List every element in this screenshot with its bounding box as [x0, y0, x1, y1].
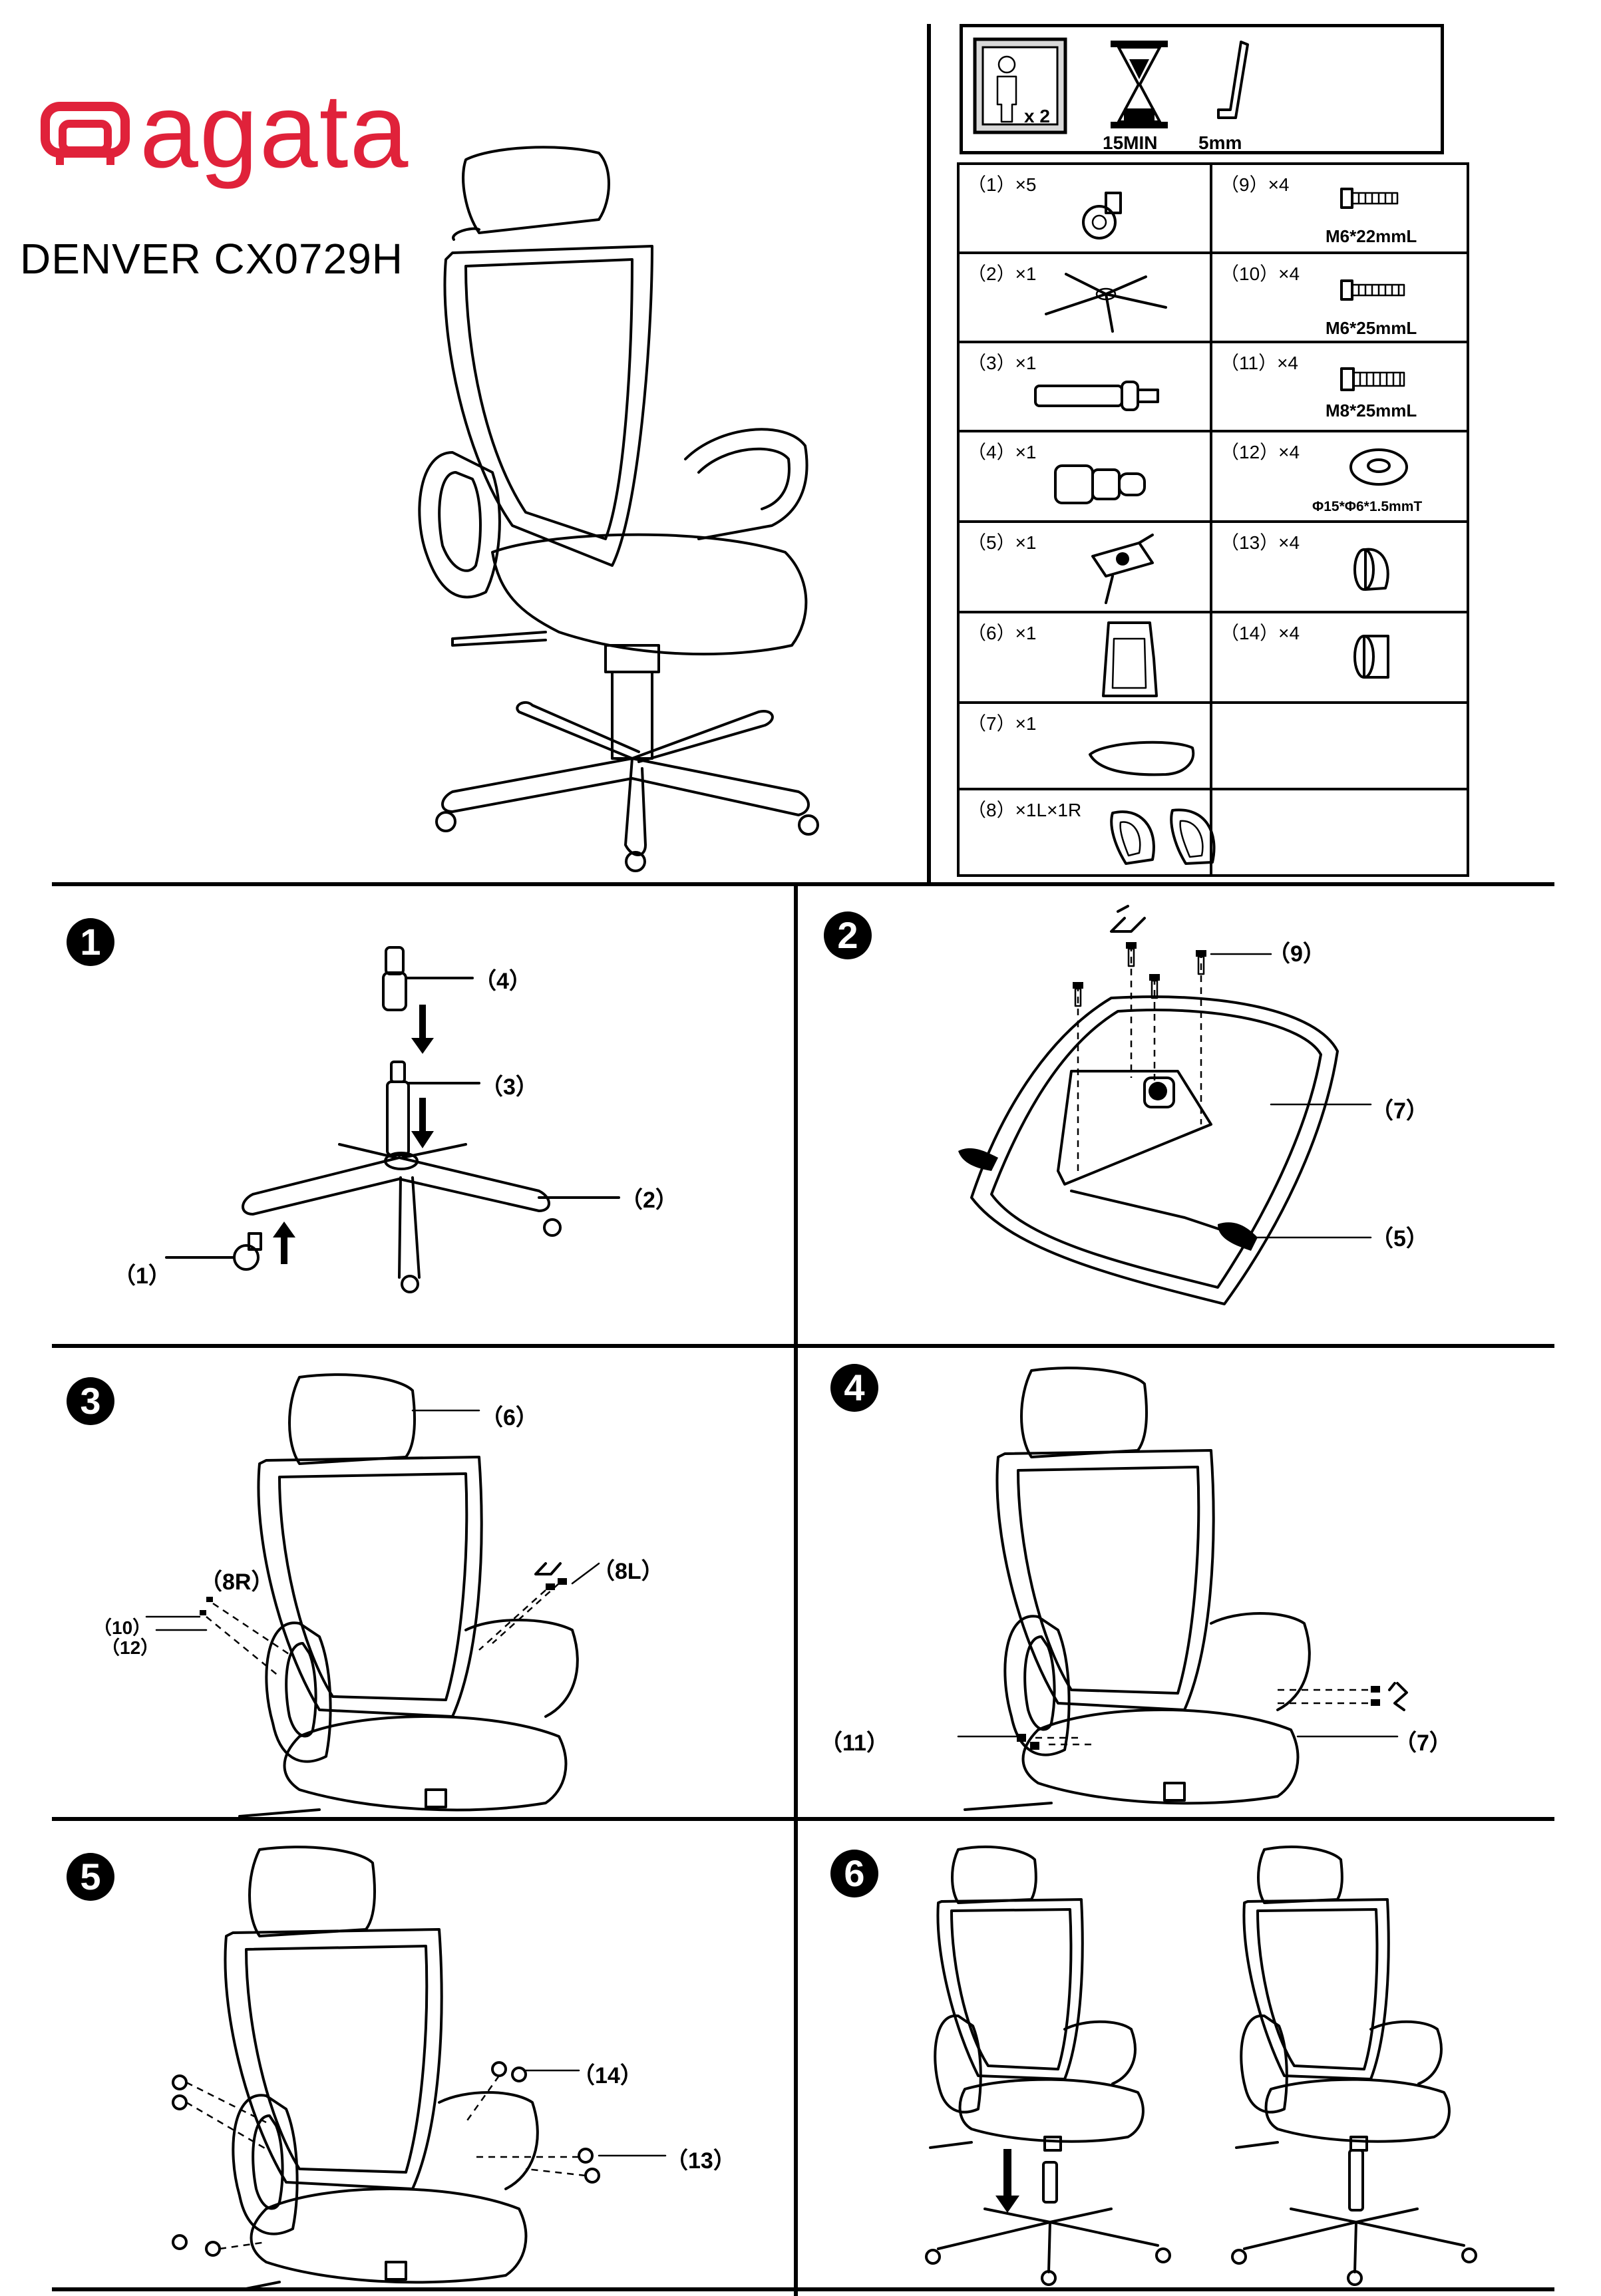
parts-table: （1）×5 （9）×4 M6*22mmL （2）×1 （10）×4 M6*25m…	[957, 162, 1469, 877]
sofa-logo-icon	[41, 102, 130, 165]
lift-cover-icon	[1054, 464, 1146, 504]
armrest-pair-icon	[1110, 808, 1216, 865]
part-cell: （8）×1L×1R	[957, 788, 1216, 877]
gas-lift-icon	[1034, 381, 1159, 411]
callout-label: （5）	[1371, 1226, 1429, 1251]
step-divider	[52, 2287, 1554, 2291]
part-cell: （9）×4 M6*22mmL	[1210, 162, 1469, 254]
callout-label: （11）	[820, 1730, 889, 1756]
assembly-time: 15MIN	[1103, 132, 1158, 153]
hex-key-icon	[1217, 41, 1249, 119]
step-divider-vertical	[794, 885, 798, 2296]
seat-icon	[1089, 740, 1195, 776]
step-number: 3	[67, 1377, 114, 1425]
part-cell: （10）×4 M6*25mmL	[1210, 251, 1469, 343]
part-cell: （4）×1	[957, 430, 1212, 523]
star-base-icon	[1045, 273, 1167, 333]
step-number: 2	[824, 911, 872, 959]
part-cell: （3）×1	[957, 341, 1212, 432]
callout-label: （7）	[1394, 1730, 1452, 1756]
callout-label: （8R）	[200, 1569, 274, 1595]
people-count: x 2	[1024, 106, 1050, 126]
callout-label: （3）	[480, 1074, 538, 1100]
callout-label: （14）	[572, 2063, 643, 2088]
caster-icon	[1082, 192, 1122, 240]
part-cell: （12）×4 Φ15*Φ6*1.5mmT	[1210, 430, 1469, 523]
step-divider	[52, 1817, 1554, 1821]
part-cell	[1210, 788, 1469, 877]
section-divider	[52, 882, 1554, 886]
callout-label: （12）	[101, 1637, 160, 1658]
step-number: 1	[67, 918, 114, 966]
part-cell: （1）×5	[957, 162, 1212, 254]
brand-name: agata	[140, 73, 410, 190]
tools-box: x 2 15MIN 5mm	[960, 24, 1444, 154]
step-number: 5	[67, 1853, 114, 1901]
part-cell	[1210, 701, 1469, 790]
brand-logo: agata	[40, 67, 408, 213]
part-cell: （2）×1	[957, 251, 1212, 343]
cap-round-icon	[1353, 548, 1389, 591]
cap-flat-icon	[1353, 635, 1389, 679]
step-2-illustration	[958, 905, 1372, 1305]
callout-label: （13）	[665, 2148, 736, 2174]
callout-label: （1）	[113, 1263, 171, 1289]
step-number: 4	[830, 1364, 878, 1412]
part-cell: （14）×4	[1210, 611, 1469, 704]
hourglass-icon	[1111, 41, 1168, 128]
step-5-illustration	[172, 1846, 667, 2290]
part-cell: （5）×1	[957, 520, 1212, 613]
callout-label: （6）	[480, 1405, 538, 1430]
step-6-illustration	[925, 1846, 1477, 2286]
bolt-icon	[1340, 279, 1405, 301]
step-divider	[52, 1344, 1554, 1348]
bolt-icon	[1340, 367, 1405, 391]
bolt-icon	[1340, 188, 1399, 209]
step-number: 6	[830, 1850, 878, 1897]
callout-label: （7）	[1371, 1098, 1429, 1124]
callout-label: （9）	[1268, 941, 1326, 967]
chair-hero-illustration	[418, 146, 819, 872]
hex-key-size: 5mm	[1198, 132, 1242, 153]
model-title: DENVER CX0729H	[20, 235, 403, 283]
callout-label: （4）	[474, 969, 532, 994]
step-1-illustration	[165, 946, 620, 1293]
callout-label: （2）	[620, 1188, 678, 1213]
part-cell: （7）×1	[957, 701, 1212, 790]
part-cell: （6）×1	[957, 611, 1212, 704]
washer-icon	[1349, 448, 1408, 486]
part-cell: （13）×4	[1210, 520, 1469, 613]
backrest-icon	[1102, 621, 1158, 697]
step-3-illustration	[145, 1373, 600, 1818]
two-person-icon	[973, 37, 1067, 134]
header-divider	[927, 24, 931, 884]
step-4-illustration	[957, 1367, 1408, 1811]
mechanism-icon	[1091, 534, 1154, 604]
callout-label: （10）	[93, 1617, 152, 1638]
part-cell: （11）×4 M8*25mmL	[1210, 341, 1469, 432]
callout-label: （8L）	[592, 1559, 664, 1584]
